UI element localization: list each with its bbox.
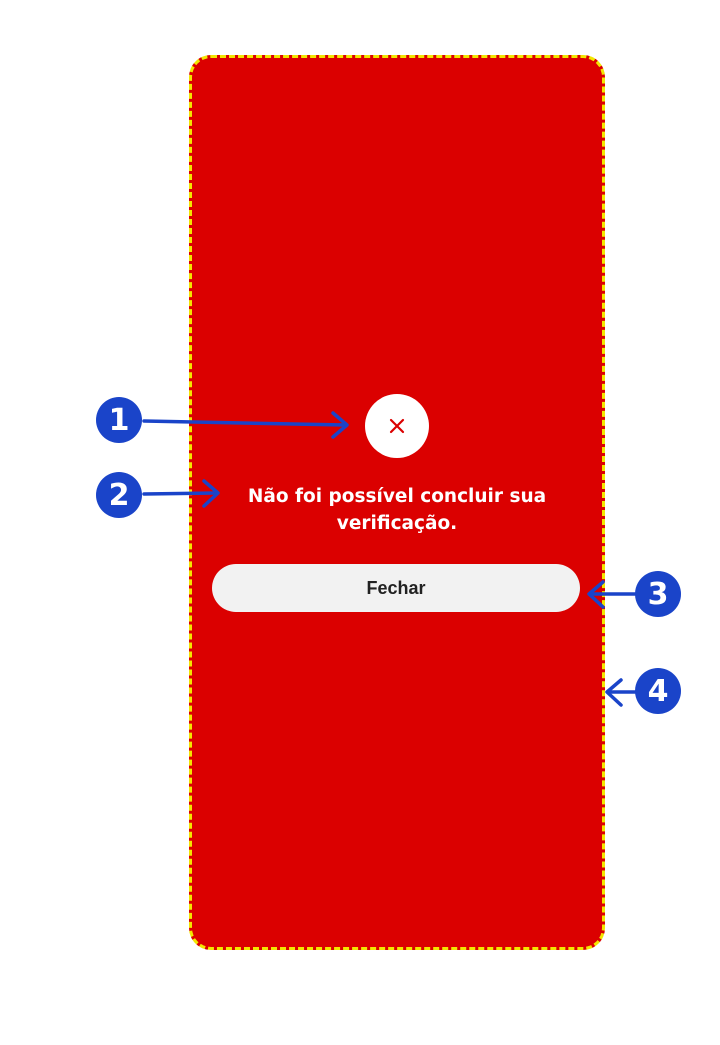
arrow-2 <box>142 491 218 496</box>
error-message: Não foi possível concluir sua verificaçã… <box>247 486 547 534</box>
arrowhead-3 <box>587 580 605 609</box>
arrowhead-1 <box>331 411 349 439</box>
annotation-marker-3: 3 <box>635 571 681 617</box>
annotation-marker-1: 1 <box>96 397 142 443</box>
arrow-1 <box>142 419 347 427</box>
annotation-marker-4: 4 <box>635 668 681 714</box>
arrowhead-4 <box>605 678 623 707</box>
arrowhead-2 <box>202 479 220 508</box>
annotation-marker-2: 2 <box>96 472 142 518</box>
error-status-circle <box>365 394 429 458</box>
close-icon <box>389 418 405 434</box>
error-screen <box>189 55 605 950</box>
close-button[interactable]: Fechar <box>212 564 580 612</box>
